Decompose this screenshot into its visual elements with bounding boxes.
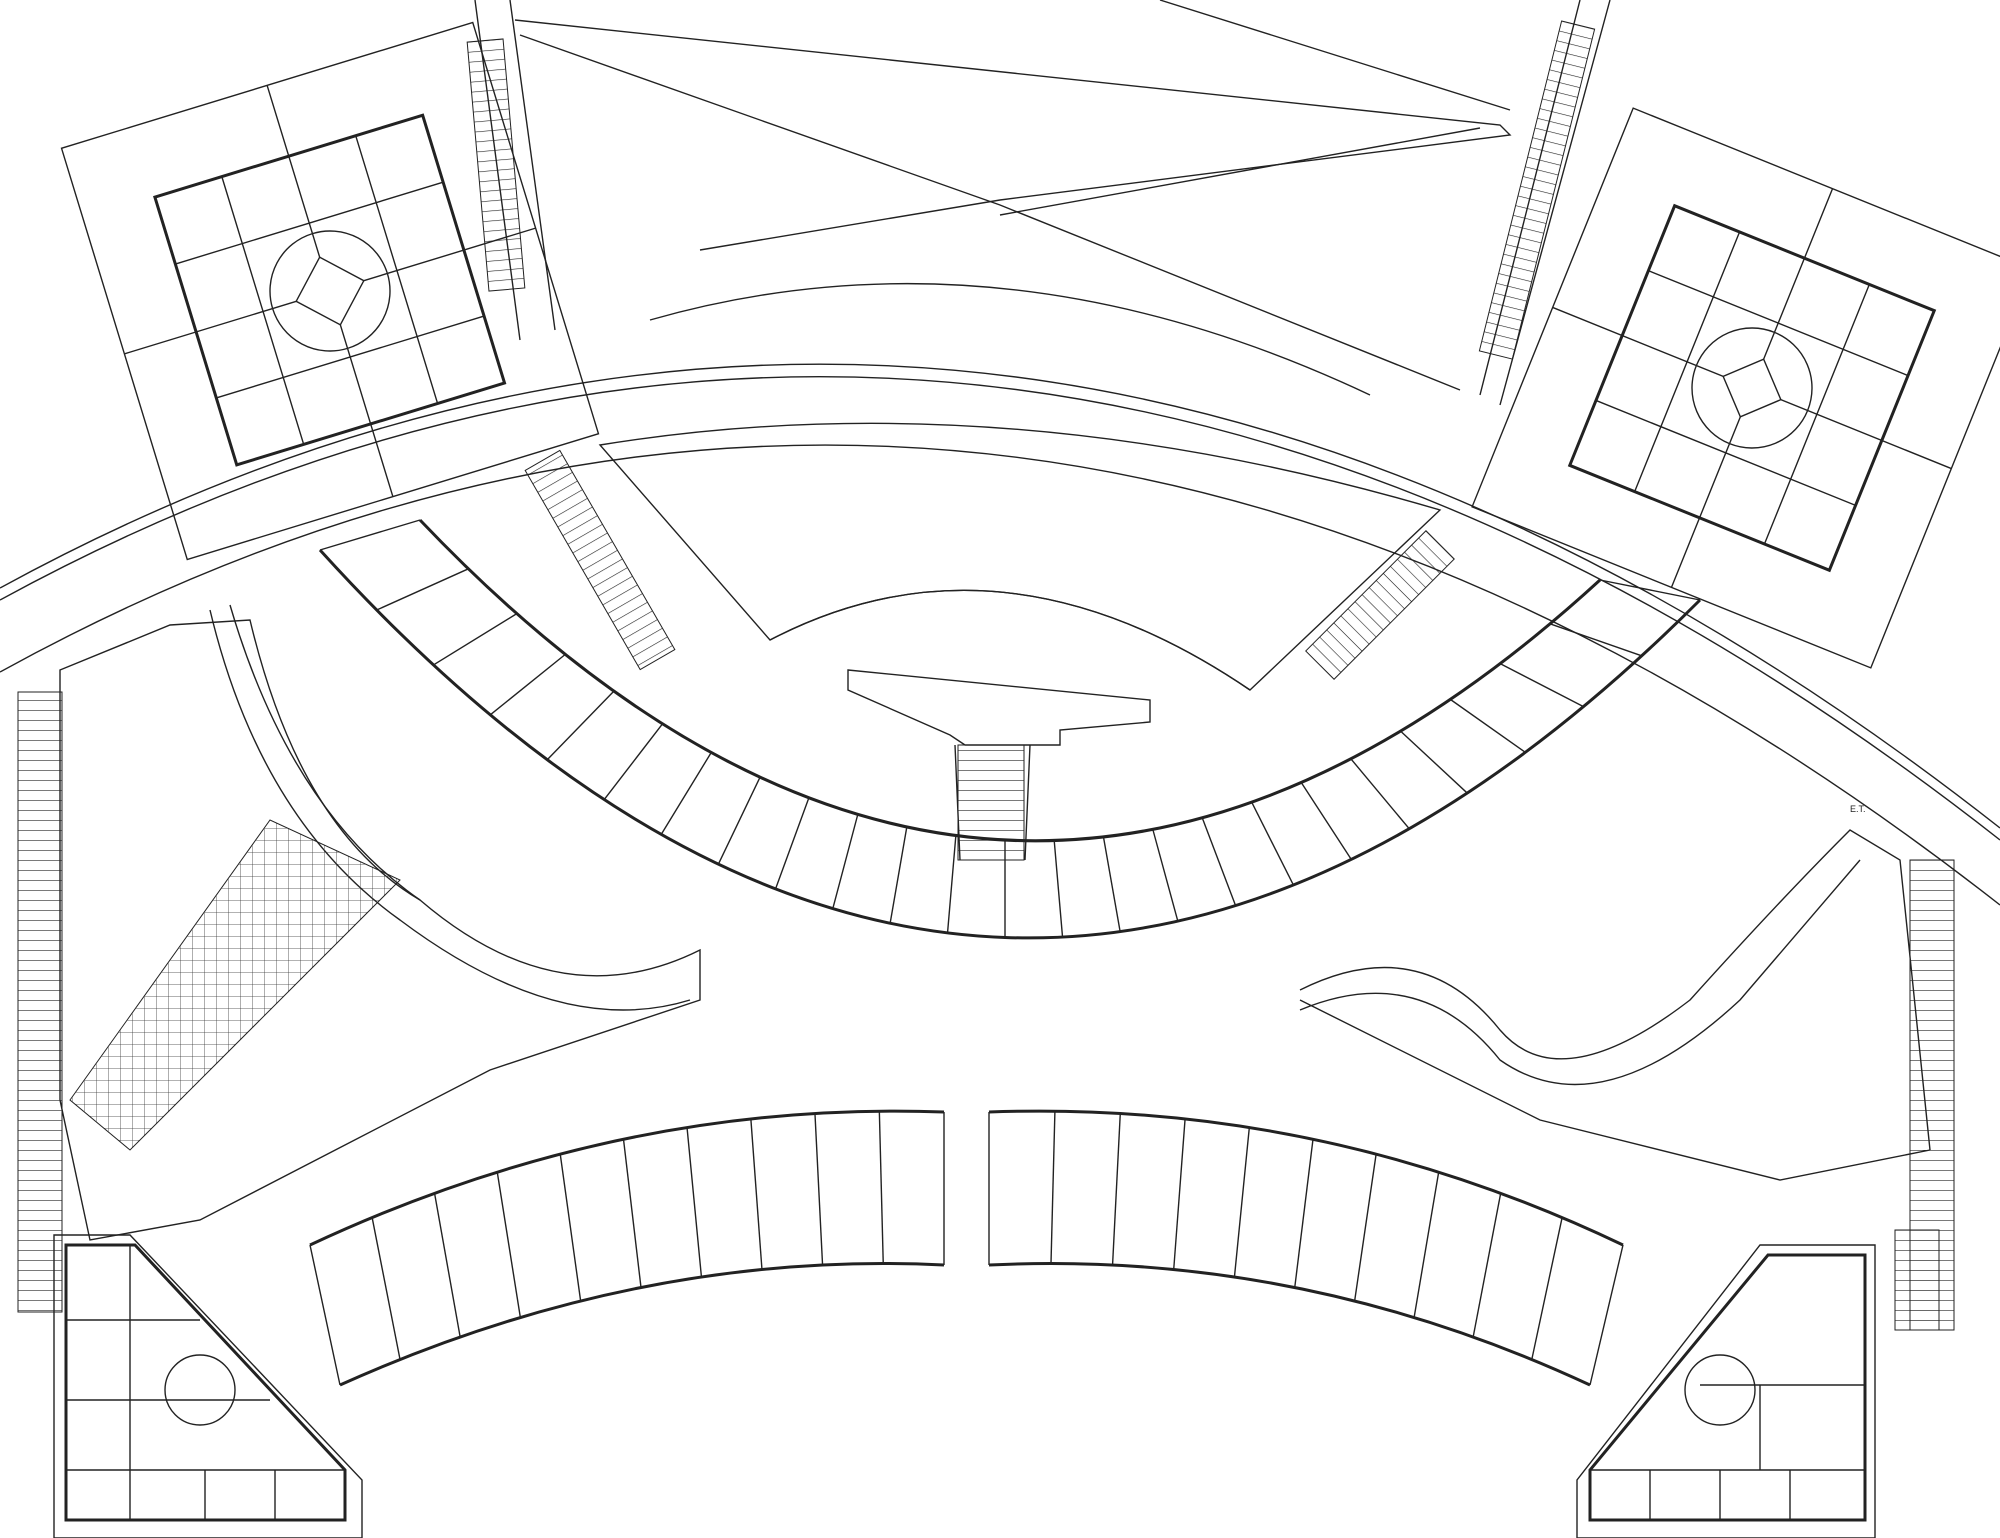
right-garden: E.T. <box>1299 804 1955 1331</box>
central-building-unit-wall <box>832 814 859 909</box>
lower-left-row-unit-wall <box>622 1139 642 1288</box>
top-plaza <box>466 0 1611 406</box>
lower-left-row-outer-wall <box>309 1109 945 1247</box>
central-building-unit-wall <box>546 690 615 761</box>
lower-right-row-unit-wall <box>1050 1111 1056 1264</box>
central-building-unit-wall <box>1400 730 1468 794</box>
central-building-unit-wall <box>1102 836 1121 932</box>
central-building-unit-wall <box>1599 579 1701 601</box>
central-curved-building <box>318 518 1702 940</box>
et-label: E.T. <box>1850 804 1866 814</box>
lower-left-row-unit-wall <box>814 1113 824 1266</box>
lower-right-row-unit-wall <box>1531 1217 1563 1360</box>
top-left-tower <box>60 21 600 561</box>
central-building-unit-wall <box>1499 662 1584 708</box>
lower-left-row-unit-wall <box>750 1118 763 1270</box>
lower-left-row-unit-wall <box>433 1193 461 1338</box>
central-building-unit-wall <box>433 613 518 666</box>
lower-right-row-inner-wall <box>988 1262 1591 1387</box>
lower-left-row-unit-wall <box>371 1217 401 1360</box>
central-building-unit-wall <box>774 797 810 890</box>
central-building-inner-wall <box>418 518 1602 843</box>
lower-right-row-unit-wall <box>1111 1113 1121 1266</box>
lower-right-row <box>988 1109 1624 1387</box>
lower-left-row-unit-wall <box>496 1172 522 1318</box>
central-building-unit-wall <box>1300 782 1352 860</box>
central-building-unit-wall <box>489 653 566 716</box>
central-building-unit-wall <box>1152 829 1179 922</box>
bottom-left-building <box>53 1234 363 1538</box>
central-building-unit-wall <box>1350 758 1410 830</box>
central-building-unit-wall <box>660 752 712 835</box>
lower-left-row-unit-wall <box>309 1244 341 1386</box>
lower-right-row-unit-wall <box>1413 1172 1440 1318</box>
lower-right-row-outer-wall <box>988 1109 1624 1247</box>
central-building-unit-wall <box>1449 698 1526 753</box>
lower-left-row-unit-wall <box>559 1154 582 1302</box>
left-garden <box>17 604 701 1313</box>
central-building-unit-wall <box>889 826 908 924</box>
lower-right-row-unit-wall <box>1353 1154 1377 1302</box>
central-building-unit-wall <box>1053 840 1064 938</box>
central-building-unit-wall <box>946 835 957 933</box>
lower-right-row-unit-wall <box>1472 1193 1502 1338</box>
lower-right-row-unit-wall <box>1173 1118 1186 1270</box>
lower-left-row-inner-wall <box>339 1262 945 1387</box>
lower-left-row <box>309 1109 945 1387</box>
lower-left-row-unit-wall <box>878 1111 884 1264</box>
central-building-outer-wall <box>318 548 1702 940</box>
central-building-unit-wall <box>376 568 469 611</box>
lower-right-row-unit-wall <box>1589 1244 1624 1386</box>
central-building-unit-wall <box>603 723 664 800</box>
top-right-tower <box>1471 107 2000 669</box>
central-building-unit-wall <box>1201 817 1237 906</box>
central-garden <box>524 422 1455 861</box>
central-building-unit-wall <box>1251 801 1294 886</box>
lower-right-row-unit-wall <box>1294 1139 1314 1288</box>
bottom-right-building <box>1576 1244 1876 1538</box>
central-building-unit-wall <box>717 776 761 865</box>
lower-right-row-unit-wall <box>1233 1127 1251 1278</box>
main-road <box>0 363 2000 906</box>
central-building-unit-wall <box>1549 623 1642 657</box>
central-building-unit-wall <box>319 519 421 551</box>
lower-left-row-unit-wall <box>686 1127 703 1278</box>
